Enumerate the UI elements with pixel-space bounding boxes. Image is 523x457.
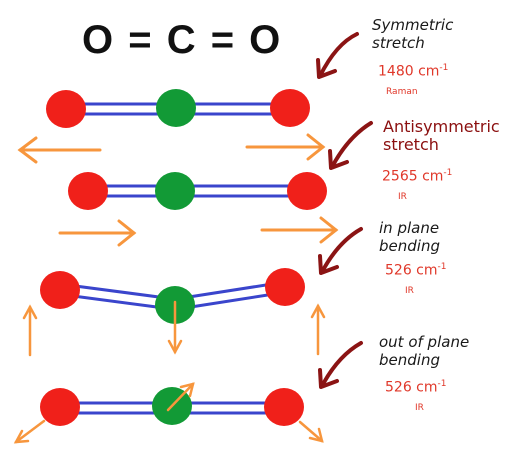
- mode-4-motion-arrows: [13, 382, 324, 444]
- mode-3-frequency: 526 cm-1: [385, 262, 447, 279]
- co2-formula-title: O = C = O: [82, 18, 283, 62]
- right-up-arrow-head: [310, 303, 326, 319]
- mode-3-pointer-arrow: [318, 227, 363, 275]
- right-motion-arrow-head: [306, 133, 326, 161]
- carbon-diagonal-arrow-shaft: [166, 382, 195, 412]
- left-diagonal-arrow-shaft: [14, 419, 46, 444]
- mode-2-molecule: [68, 172, 327, 210]
- right-diagonal-arrow-head: [308, 427, 324, 443]
- oxygen-atom-right: [264, 388, 304, 426]
- oxygen-atom-left: [40, 388, 80, 426]
- mode-2-frequency: 2565 cm-1: [382, 168, 453, 185]
- mode-4-activity: IR: [415, 403, 424, 413]
- oxygen-atom-right: [265, 268, 305, 306]
- left-motion-arrow-head: [17, 136, 38, 164]
- oxygen-atom-left: [68, 172, 108, 210]
- mode-2-motion-arrows: [58, 216, 339, 247]
- oxygen-atom-left: [46, 90, 86, 128]
- carbon-atom: [156, 89, 196, 127]
- mode-4-name: out of plane bending: [379, 333, 470, 369]
- pointer-arrows: [316, 32, 373, 389]
- mode-2-pointer-arrow: [328, 121, 373, 170]
- mode-4-pointer-arrow: [318, 341, 363, 389]
- mode-1-name: Symmetric stretch: [372, 16, 454, 52]
- left-up-arrow-head: [22, 304, 38, 320]
- mode-2-name: Antisymmetric stretch: [383, 117, 500, 154]
- oxygen-atom-left: [40, 271, 80, 309]
- right-diagonal-arrow-shaft: [298, 420, 324, 443]
- right-motion-arrow-head: [319, 216, 339, 244]
- carbon-down-arrow-head: [167, 339, 183, 355]
- mode-1-pointer-arrow: [316, 32, 359, 79]
- carbon-atom: [155, 172, 195, 210]
- mode-3-molecule: [40, 268, 305, 324]
- mode-3-name: in plane bending: [379, 219, 440, 255]
- mode-1-frequency: 1480 cm-1: [378, 63, 449, 80]
- mode-4-frequency: 526 cm-1: [385, 379, 447, 396]
- carbon-diagonal-arrow-head: [179, 382, 195, 398]
- mode-1-molecule: [46, 89, 310, 128]
- oxygen-atom-right: [270, 89, 310, 127]
- mode-3-activity: IR: [405, 286, 414, 296]
- left-motion-arrow-head: [117, 219, 137, 247]
- mode-3-motion-arrows: [22, 300, 326, 357]
- left-diagonal-arrow-head: [13, 429, 30, 444]
- mode-1-motion-arrows: [17, 133, 326, 164]
- mode-2-activity: IR: [398, 192, 407, 202]
- mode-1-activity: Raman: [386, 87, 418, 97]
- oxygen-atom-right: [287, 172, 327, 210]
